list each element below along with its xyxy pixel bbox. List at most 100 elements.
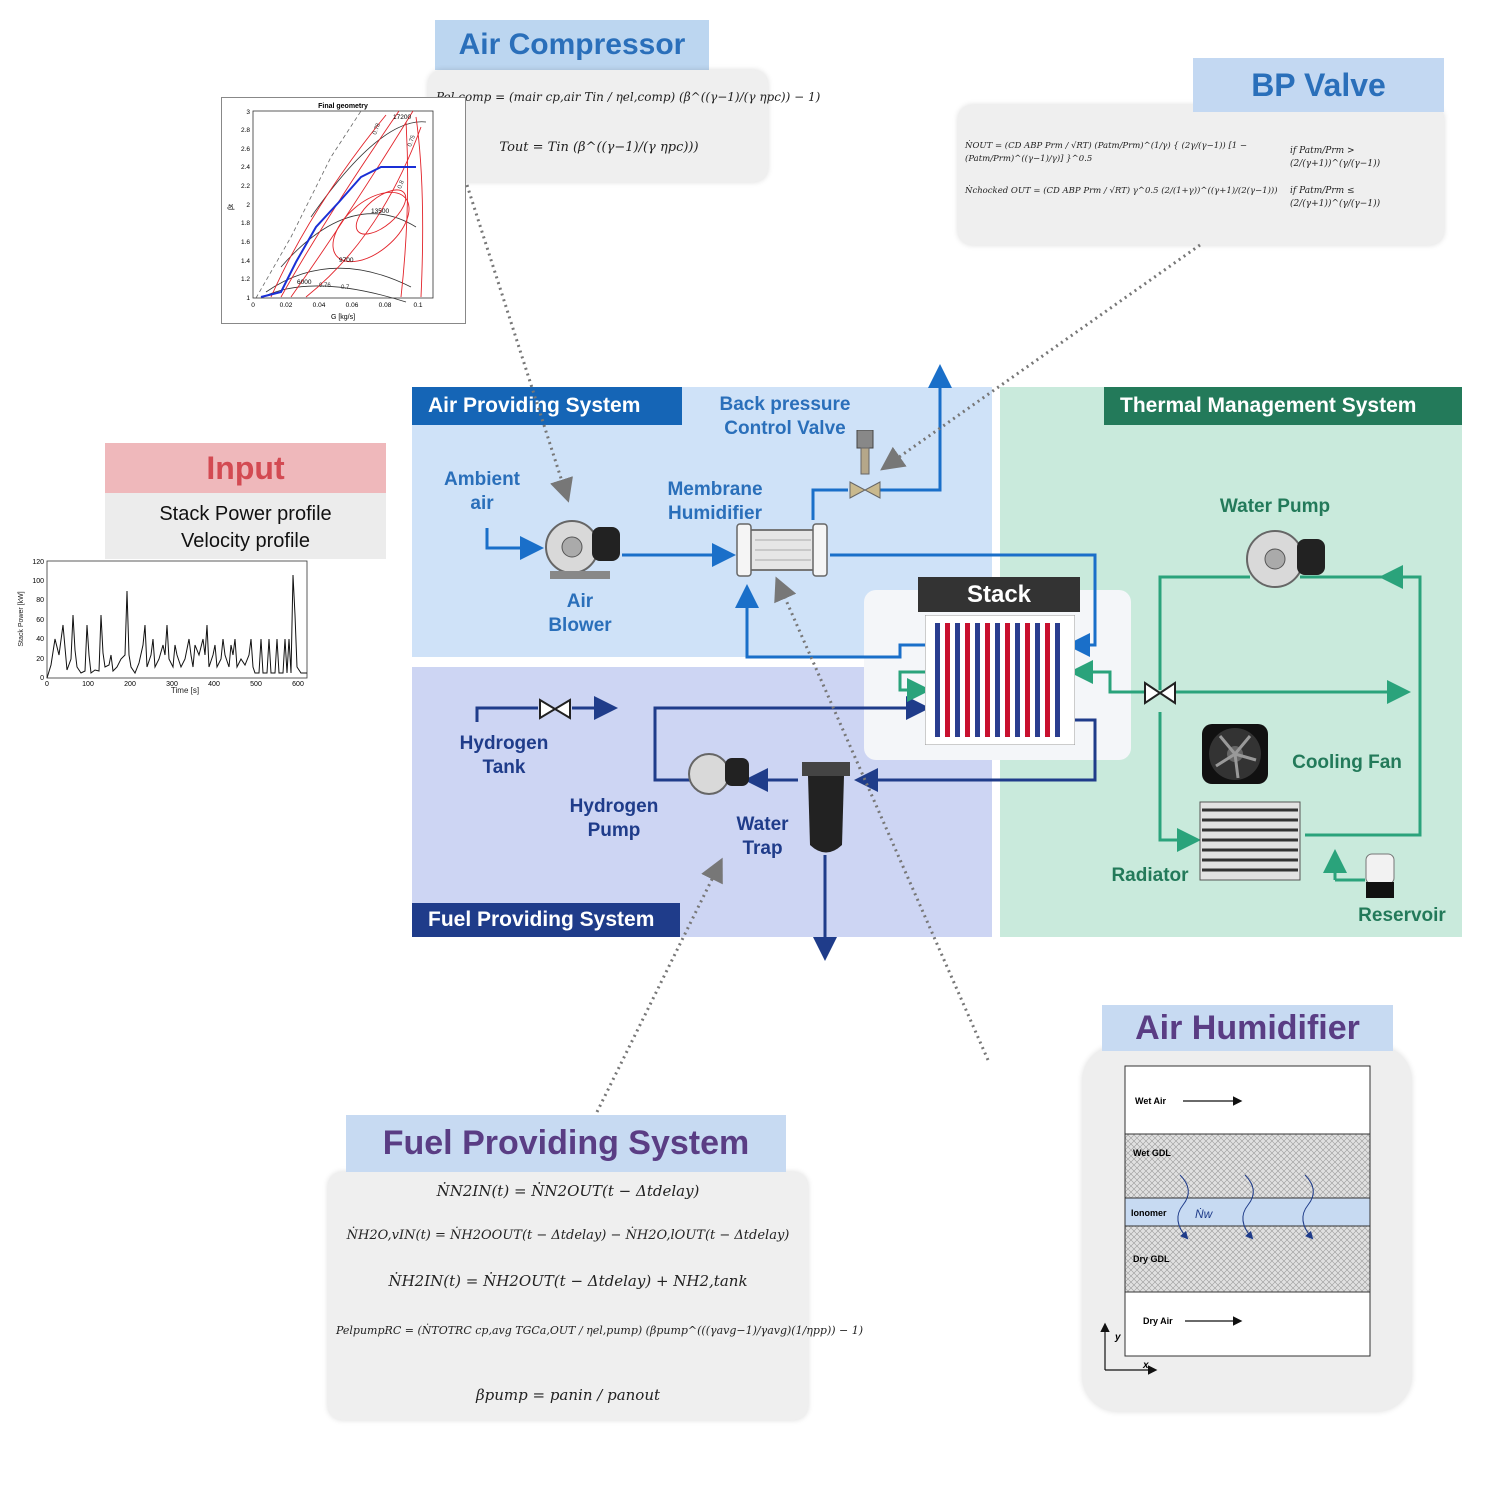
reservoir[interactable]: [1360, 852, 1400, 900]
stack-plate: [1045, 623, 1050, 737]
cooling-fan[interactable]: [1200, 722, 1270, 786]
stack-plate: [1055, 623, 1060, 737]
stack-power-ytick: 40: [36, 636, 44, 643]
speed-label: 6000: [297, 279, 312, 286]
water-trap[interactable]: [800, 760, 852, 860]
efficiency-contour: [270, 114, 387, 298]
wet-air-channel: [1124, 1065, 1371, 1135]
stack-power-xtick: 600: [292, 681, 304, 688]
thermostat-valve[interactable]: [1143, 681, 1177, 705]
stack-power-ytick: 80: [36, 597, 44, 604]
membrane-humidifier[interactable]: [735, 518, 830, 588]
radiator[interactable]: [1198, 800, 1303, 882]
input-line-stack-power: Stack Power profile: [159, 503, 332, 525]
compressor-map-ytick: 2.8: [241, 127, 250, 134]
fuel-system-equations-title: Fuel Providing System: [346, 1115, 786, 1172]
bp-valve-eq-chocked-condition: if Patm/Prm ≤ (2/(γ+1))^(γ/(γ−1)): [1290, 186, 1381, 209]
efficiency-contour: [305, 126, 422, 298]
water-transport-arrow: [1302, 1174, 1314, 1240]
speed-label: 17200: [393, 114, 411, 121]
air-compressor-title: Air Compressor: [435, 20, 709, 70]
air-compressor-equation-box: [428, 70, 768, 182]
compressor-map-ytick: 2.2: [241, 183, 250, 190]
cooling-fan-label: Cooling Fan: [1292, 752, 1402, 773]
compressor-map-plot-frame: [252, 110, 434, 299]
stack-power-xtick: 500: [250, 681, 262, 688]
compressor-map-ytick: 3: [246, 109, 250, 116]
hydrogen-valve-body: [539, 698, 571, 720]
compressor-map-chart: Final geometry G [kg/s] βt 17200 13500 9…: [221, 97, 466, 324]
stack-cells: [925, 615, 1075, 745]
blower-hub: [561, 536, 583, 558]
air-humidifier-title: Air Humidifier: [1102, 1005, 1393, 1051]
water-flux-label: Ṅw: [1195, 1207, 1214, 1221]
pointer-bp-valve: [880, 243, 1201, 471]
compressor-map-ytick: 1.6: [241, 239, 250, 246]
water-trap-head: [802, 762, 850, 776]
stack-plate: [1025, 623, 1030, 737]
fuel-system-equation-box: [328, 1172, 808, 1420]
pointer-fuel-system: [595, 857, 723, 1113]
hydrogen-pump-motor: [725, 758, 749, 786]
blower-base: [550, 571, 610, 579]
stack-plate: [955, 623, 960, 737]
compressor-map-ytick: 1.4: [241, 258, 250, 265]
air-blower-label: Air Blower: [548, 591, 612, 636]
operating-line: [260, 166, 416, 298]
compressor-map-xtick: 0.08: [379, 302, 392, 309]
stack-power-xtick: 400: [208, 681, 220, 688]
hydrogen-tank-line: [475, 706, 538, 722]
hydrogen-tank-label: Hydrogen Tank: [459, 733, 549, 778]
fuel-eq-nitrogen: ṄN2IN(t) = ṄN2OUT(t − Δtdelay): [436, 1182, 700, 1200]
bp-valve-equation-box: [958, 105, 1444, 245]
stack-to-humidifier-line: [735, 584, 925, 659]
stack-power-xtick: 300: [166, 681, 178, 688]
coolant-loop-left: [898, 670, 931, 702]
exhaust-line: [880, 364, 952, 492]
efficiency-label: 0.76: [319, 283, 331, 289]
hydrogen-pump-to-stack-line: [653, 696, 930, 782]
fuel-eq-pump-power: PelpumpRC = (ṄTOTRC cp,avg TGCa,OUT / ηe…: [336, 1324, 864, 1337]
stack-power-plot-frame: [46, 560, 308, 679]
coolant-to-stack-line: [1069, 660, 1145, 694]
stack-power-xtick: 0: [45, 681, 49, 688]
efficiency-label: 0.75: [407, 134, 417, 148]
valve-to-radiator-line: [1158, 712, 1201, 852]
water-pump-hub: [1264, 548, 1286, 570]
reservoir-tank: [1365, 853, 1395, 885]
compressor-map-ylabel: βt: [228, 204, 235, 210]
water-pump[interactable]: [1243, 525, 1328, 600]
hydrogen-pump[interactable]: [685, 748, 755, 803]
dry-air-channel: [1124, 1291, 1371, 1357]
surge-line: [255, 110, 362, 299]
water-trap-bowl: [808, 776, 844, 853]
dry-gdl-label: Dry GDL: [1133, 1254, 1170, 1264]
stack-power-xlabel: Time [s]: [171, 686, 199, 695]
efficiency-contour: [280, 110, 400, 298]
compressor-map-xtick: 0.04: [313, 302, 326, 309]
water-transport-arrow: [1177, 1174, 1189, 1240]
air-system-title: Air Providing System: [412, 387, 682, 425]
hydrogen-pump-housing: [688, 753, 730, 795]
air-blower[interactable]: [540, 515, 625, 585]
valve-stem: [860, 447, 870, 475]
hydrogen-valve[interactable]: [538, 698, 572, 720]
stack-plate: [1035, 623, 1040, 737]
back-pressure-valve[interactable]: [848, 430, 882, 500]
reservoir-base: [1366, 882, 1394, 898]
water-transport-arrow: [1242, 1174, 1254, 1240]
efficiency-contour: [400, 121, 409, 298]
wet-gdl-layer: [1124, 1133, 1371, 1199]
bp-valve-eq-flow: ṄOUT = (CD ABP Prm / √RT) (Patm/Prm)^(1/…: [965, 141, 1247, 164]
thermal-system-title: Thermal Management System: [1104, 387, 1462, 425]
compressor-map-frame: [221, 97, 466, 324]
bp-valve-eq-chocked: Ṅchocked OUT = (CD ABP Prm / √RT) γ^0.5 …: [965, 186, 1278, 196]
ionomer-layer: [1124, 1197, 1371, 1227]
humidifier-cross-section: Wet Air Wet GDL Ionomer Ṅw Dry GDL Dry A…: [1100, 1065, 1371, 1375]
compressor-map-xlabel: G [kg/s]: [331, 314, 355, 321]
compressor-map-title: Final geometry: [318, 103, 368, 110]
thermostat-valve-body: [1144, 681, 1176, 705]
water-pump-label: Water Pump: [1219, 496, 1331, 517]
humidifier-cap-left: [736, 523, 752, 577]
fan-blades: [1215, 735, 1257, 779]
